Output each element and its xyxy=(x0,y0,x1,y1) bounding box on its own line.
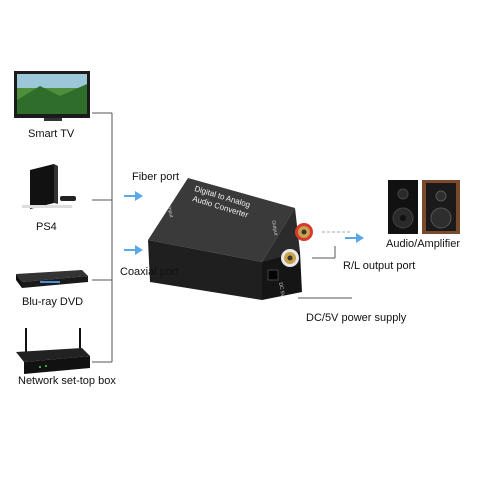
bluray-player-icon xyxy=(16,270,88,288)
coaxial-arrow-icon xyxy=(124,245,143,255)
source-label-settop: Network set-top box xyxy=(18,375,116,387)
rca-red-icon xyxy=(295,223,313,241)
rca-gold-icon xyxy=(281,249,299,267)
output-device-label: Audio/Amplifier xyxy=(386,238,460,250)
converter-device xyxy=(148,178,313,300)
fiber-port-label: Fiber port xyxy=(132,171,180,183)
game-console-icon xyxy=(22,164,76,209)
dc-jack-icon xyxy=(267,269,279,281)
rl-output-port-label: R/L output port xyxy=(343,260,416,272)
router-icon xyxy=(16,328,90,374)
fiber-arrow-icon xyxy=(124,191,143,201)
output-arrow-icon xyxy=(322,231,364,243)
speakers-icon xyxy=(388,180,460,234)
source-label-smart-tv: Smart TV xyxy=(28,128,75,140)
source-label-ps4: PS4 xyxy=(36,221,57,233)
coaxial-port-label: Coaxial port xyxy=(120,266,179,278)
power-supply-label: DC/5V power supply xyxy=(306,312,407,324)
source-label-bluray: Blu-ray DVD xyxy=(22,296,84,308)
smart-tv-icon xyxy=(14,71,90,121)
